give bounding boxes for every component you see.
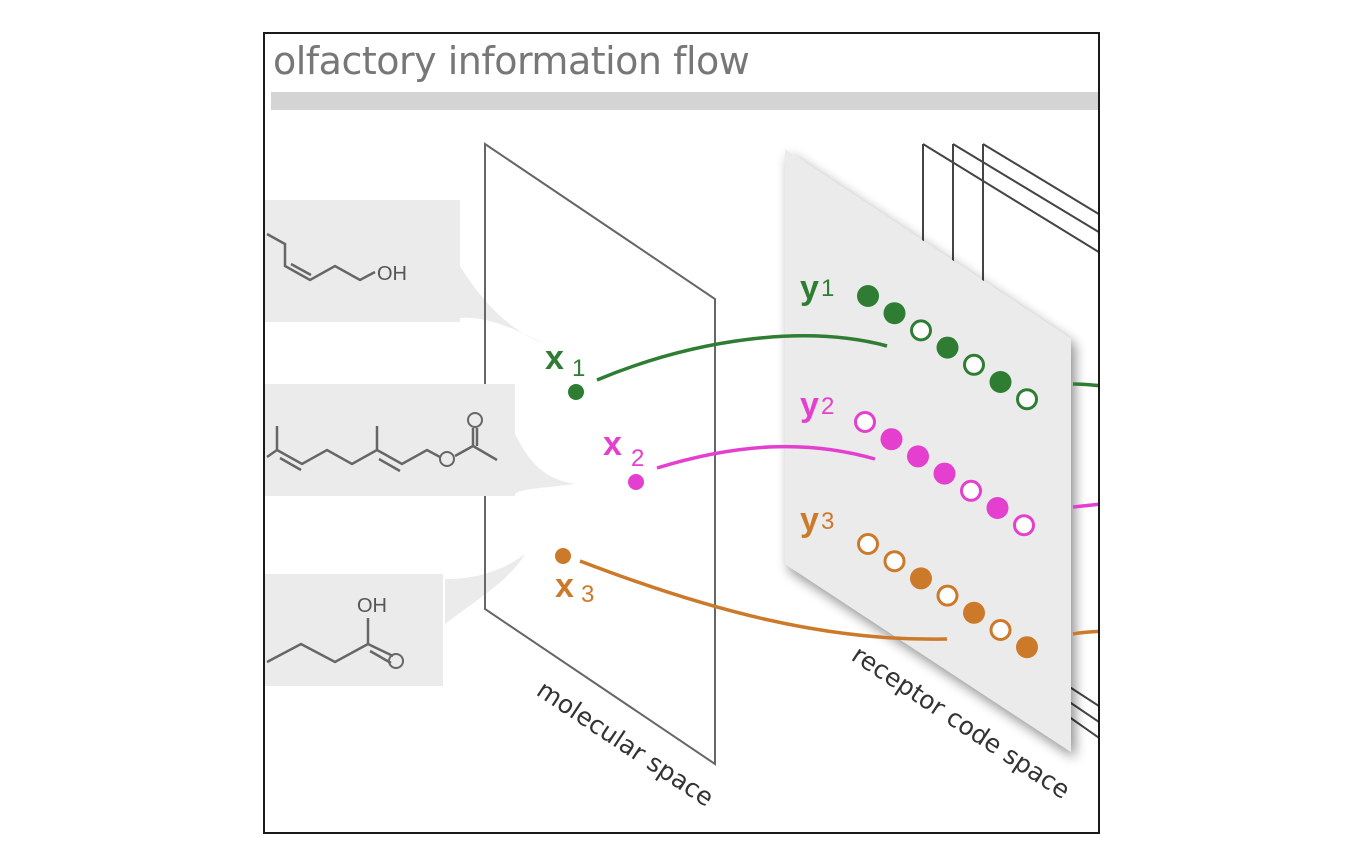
receptor-inactive-dot xyxy=(857,533,879,555)
receptor-inactive-dot xyxy=(960,479,982,502)
molecule-box-1 xyxy=(265,200,460,322)
molecule-box-3 xyxy=(265,574,443,686)
receptor-active-dot xyxy=(936,336,959,359)
point-dot xyxy=(555,548,571,564)
receptor-active-dot xyxy=(989,371,1012,393)
molecule-2-acetyl xyxy=(454,428,498,462)
mapping-curve-2-exit xyxy=(1072,502,1098,509)
molecule-3-skeleton xyxy=(266,618,394,664)
molecular-space-label: molecular space xyxy=(532,675,719,813)
stack-plane-2-top xyxy=(952,143,1098,233)
receptor-active-dot xyxy=(883,302,906,325)
receptor-active-dot xyxy=(880,428,903,451)
code-label-var: y xyxy=(800,386,819,424)
molecule-3-oh: OH xyxy=(357,595,387,617)
stack-plane-3-top xyxy=(982,143,1098,215)
point-label-var: x xyxy=(603,425,622,463)
molecule-callout-2 xyxy=(265,384,515,496)
diagram-title: olfactory information flow xyxy=(273,39,749,83)
code-label-sub: 2 xyxy=(821,393,834,420)
point-label-var: x xyxy=(545,339,564,377)
receptor-active-dot xyxy=(933,462,956,485)
receptor-active-dot xyxy=(907,445,929,468)
receptor-inactive-dot xyxy=(963,353,985,376)
receptor-code-plane xyxy=(785,149,1071,752)
code-label-var: y xyxy=(800,269,819,307)
molecule-callout-3: OH xyxy=(265,574,443,686)
receptor-active-dot xyxy=(1016,636,1038,659)
molecule-2-double-bonds xyxy=(279,456,401,473)
point-label-sub: 1 xyxy=(572,355,585,382)
code-label-sub: 3 xyxy=(821,508,834,535)
stack-plane-bottom-3 xyxy=(1064,713,1098,739)
stack-plane-bottom-1 xyxy=(1064,683,1098,707)
molecule-1-oh: OH xyxy=(377,263,407,285)
mapping-curve-1 xyxy=(596,334,888,382)
receptor-active-dot xyxy=(963,601,985,624)
receptor-active-dot xyxy=(986,497,1009,519)
point-dot xyxy=(568,384,584,400)
molecule-3-carbonyl-bond xyxy=(369,649,392,665)
point-dot xyxy=(628,474,644,490)
mapping-curve-2 xyxy=(656,444,876,470)
receptor-inactive-dot xyxy=(883,550,906,573)
receptor-inactive-dot xyxy=(854,411,876,433)
receptor-inactive-dot xyxy=(989,619,1012,641)
receptor-inactive-dot xyxy=(910,319,932,342)
molecule-1-skeleton xyxy=(266,232,376,282)
receptor-inactive-dot xyxy=(1016,388,1038,411)
molecule-2-carbonyl-o xyxy=(467,412,483,428)
receptor-inactive-dot xyxy=(1013,514,1035,537)
callout-tail-2 xyxy=(515,434,575,494)
code-label-var: y xyxy=(800,501,819,539)
molecule-2-ester-o xyxy=(439,451,455,467)
mapping-curve-1-exit xyxy=(1072,382,1098,388)
diagram-canvas: olfactory information flow OH xyxy=(265,39,1098,813)
mapping-curve-3-exit xyxy=(1072,629,1098,636)
molecule-2-skeleton xyxy=(266,426,441,466)
molecule-3-carbonyl-o xyxy=(388,653,404,669)
point-label-var: x xyxy=(555,567,574,605)
point-label-sub: 2 xyxy=(631,445,644,472)
molecule-1-double-bond xyxy=(290,262,312,277)
code-label-sub: 1 xyxy=(821,275,834,302)
receptor-inactive-dot xyxy=(936,584,959,607)
mapping-curve-3 xyxy=(579,559,948,641)
receptor-active-dot xyxy=(857,285,879,307)
molecule-callout-1: OH xyxy=(265,200,460,322)
receptor-active-dot xyxy=(910,567,932,590)
point-label-sub: 3 xyxy=(581,581,594,608)
olfactory-diagram: olfactory information flow OH xyxy=(263,32,1100,834)
stack-plane-bottom-2 xyxy=(1064,698,1098,723)
callout-tail-1 xyxy=(450,249,545,344)
title-bar xyxy=(271,92,1098,110)
